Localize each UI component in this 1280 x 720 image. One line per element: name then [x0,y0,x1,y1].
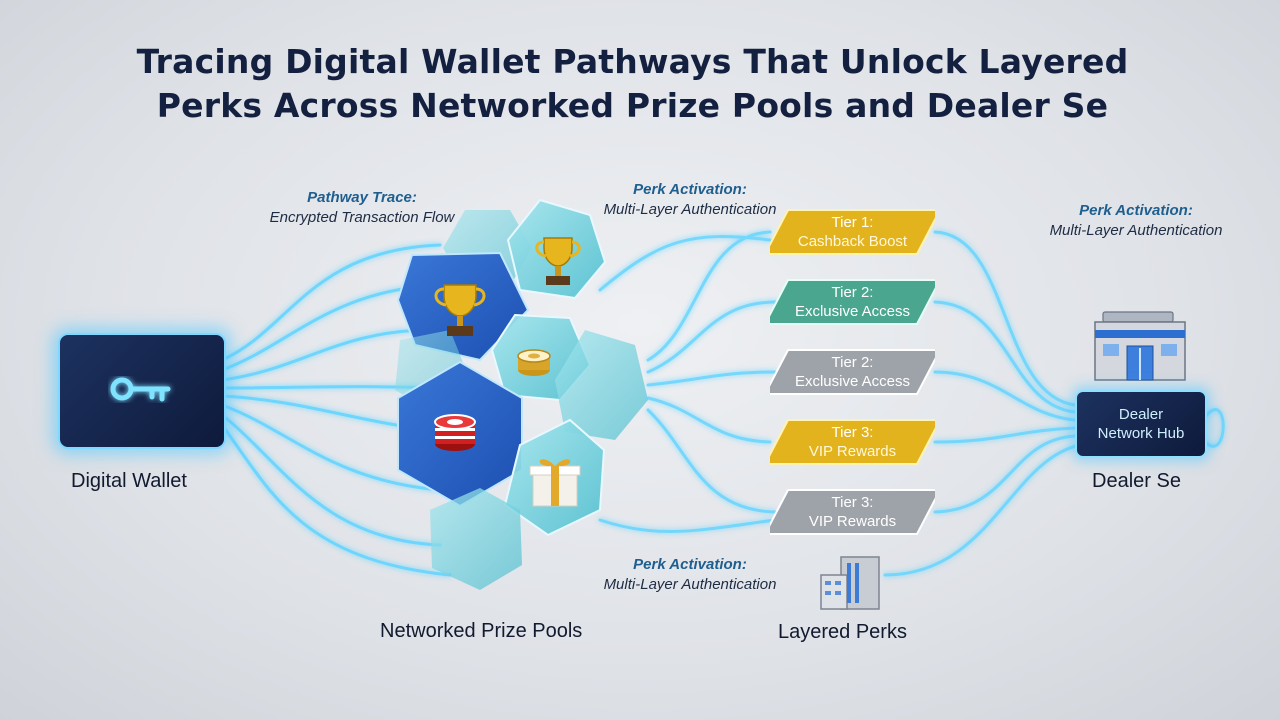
pathway-trace-subtext: Encrypted Transaction Flow [269,209,455,226]
tier-card-5: Tier 3: VIP Rewards [770,488,935,536]
tier-card-4-tier: Tier 3: [831,424,874,441]
tier-card-5-tier: Tier 3: [831,494,874,511]
dealer-hub-line-1: Dealer [1118,406,1164,423]
tier-card-2-perk: Exclusive Access [794,303,911,320]
trophy-icon [434,284,486,336]
perk-activation-annotation-bottom: Perk Activation: Multi-Layer Authenticat… [585,555,795,595]
networked-prize-pools-label: Networked Prize Pools [380,620,583,642]
tier-card-4-perk: VIP Rewards [808,443,897,460]
digital-wallet-node [58,333,226,449]
layered-perks-label: Layered Perks [778,621,907,643]
right-flow-lines [883,230,1225,577]
perk-activation-right-heading: Perk Activation: [1079,202,1193,219]
title-line-1: Tracing Digital Wallet Pathways That Unl… [136,42,1129,81]
key-icon [110,377,171,402]
dealer-label: Dealer Se [1092,470,1181,492]
perk-activation-right-subtext: Multi-Layer Authentication [1049,222,1223,239]
perk-activation-top-heading: Perk Activation: [633,181,747,198]
pathway-trace-heading: Pathway Trace: [307,189,417,206]
tier-card-1: Tier 1: Cashback Boost [770,208,935,256]
tier-card-5-perk: VIP Rewards [808,513,897,530]
diagram-title: Tracing Digital Wallet Pathways That Unl… [0,40,1265,128]
tier-card-1-perk: Cashback Boost [797,233,908,250]
trophy-icon [535,237,581,285]
middle-flow-lines [598,230,782,534]
casino-chips-icon [434,414,476,451]
dealer-network-hub: Dealer Network Hub [1075,390,1207,458]
tier-card-1-tier: Tier 1: [831,214,874,231]
tier-card-3-perk: Exclusive Access [794,373,911,390]
tier-card-3: Tier 2: Exclusive Access [770,348,935,396]
perk-activation-top-subtext: Multi-Layer Authentication [603,201,777,218]
hexagon-cluster [395,198,648,590]
gift-box-icon [529,459,581,507]
tier-card-4: Tier 3: VIP Rewards [770,418,935,466]
perk-activation-bottom-heading: Perk Activation: [633,556,747,573]
title-line-2: Perks Across Networked Prize Pools and D… [156,86,1109,125]
pathway-trace-annotation: Pathway Trace: Encrypted Transaction Flo… [252,188,472,228]
tier-card-2-tier: Tier 2: [831,284,874,301]
tier-card-2: Tier 2: Exclusive Access [770,278,935,326]
dealer-hub-line-2: Network Hub [1097,425,1185,442]
digital-wallet-label: Digital Wallet [71,470,187,492]
perk-activation-annotation-top: Perk Activation: Multi-Layer Authenticat… [585,180,795,220]
tier-card-3-tier: Tier 2: [831,354,874,371]
building-icon [820,556,880,610]
dealer-building-icon [1094,311,1186,381]
perk-activation-bottom-subtext: Multi-Layer Authentication [603,576,777,593]
perk-activation-annotation-right: Perk Activation: Multi-Layer Authenticat… [1030,201,1242,241]
casino-chips-icon [517,349,551,376]
